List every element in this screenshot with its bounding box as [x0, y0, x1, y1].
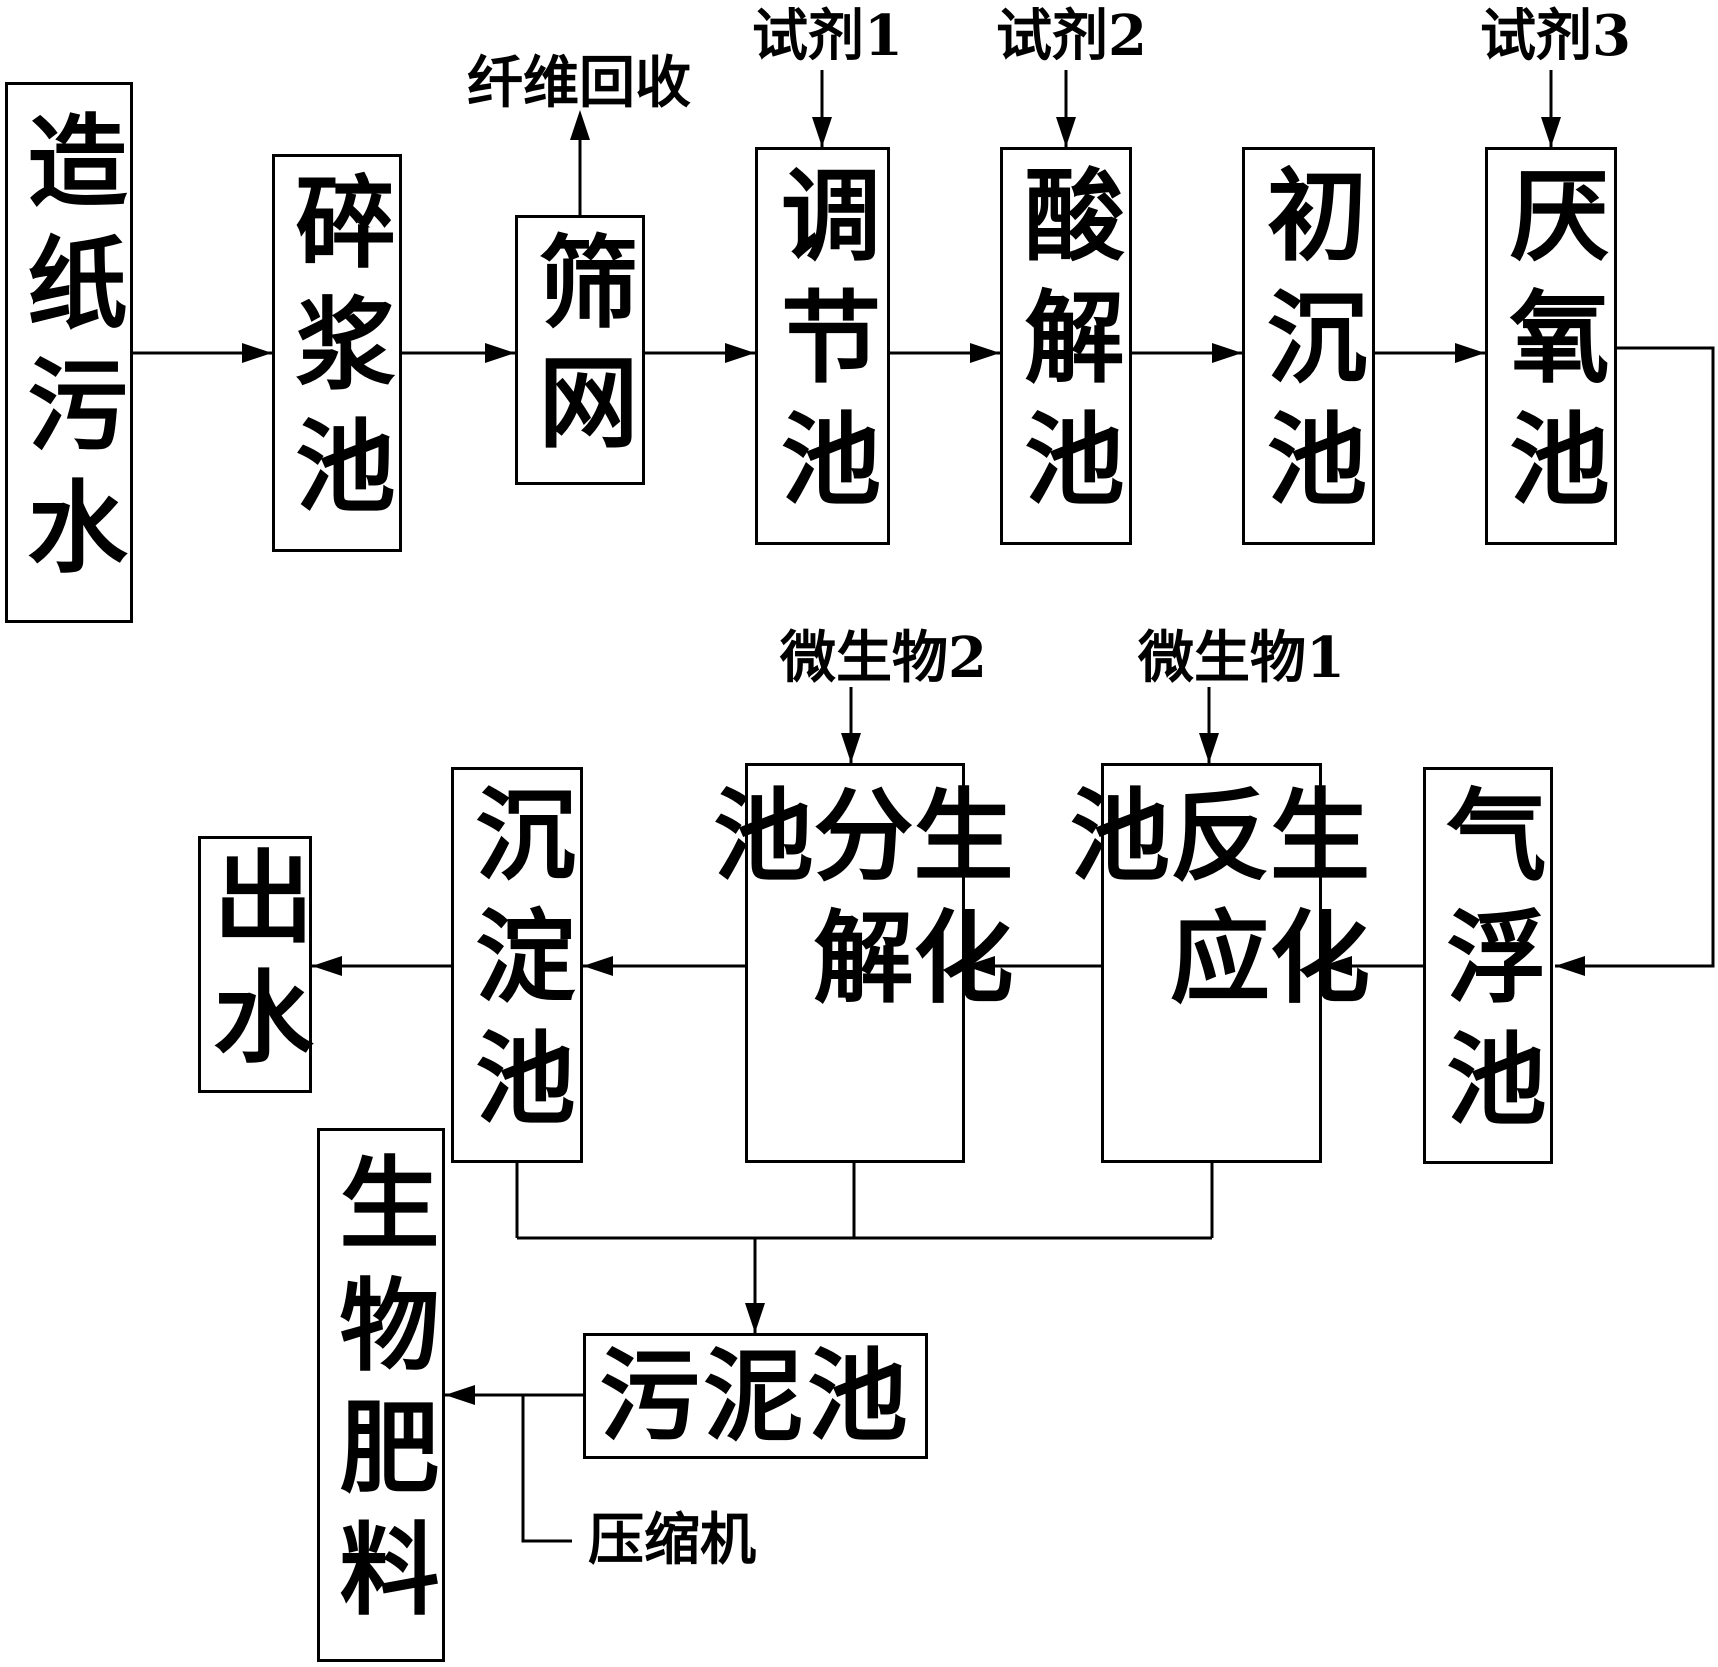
reagent1-label: 试剂1	[752, 3, 903, 69]
compressor-label: 压缩机	[588, 1507, 756, 1573]
bio-decomposition-label: 生化分解池	[696, 783, 1014, 1027]
arrow-anaerobic-to-flotation	[1555, 346, 1715, 968]
effluent-label: 出水	[196, 844, 314, 1085]
anaerobic-label: 厌氧池	[1492, 163, 1610, 529]
sedimentation-tank: 沉淀池	[451, 767, 583, 1163]
sludge-tank: 污泥池	[583, 1333, 928, 1459]
screen-box: 筛网	[515, 215, 645, 485]
bio-reaction-tank: 生化反应池	[1053, 763, 1371, 1163]
fertilizer-box: 生物肥料	[317, 1128, 445, 1662]
acidolysis-label: 酸解池	[1007, 163, 1125, 529]
flotation-tank: 气浮池	[1423, 767, 1553, 1164]
primary-settling-label: 初沉池	[1249, 163, 1368, 529]
bio-decomposition-tank: 生化分解池	[696, 763, 1014, 1163]
microbe1-label: 微生物1	[1138, 625, 1345, 691]
regulating-label: 调节池	[763, 163, 882, 529]
fiber-recovery-label: 纤维回收	[467, 50, 691, 116]
compressor-connector	[521, 1395, 572, 1543]
sludge-label: 污泥池	[599, 1337, 912, 1455]
reagent2-label: 试剂2	[996, 3, 1147, 69]
flotation-label: 气浮池	[1429, 782, 1547, 1149]
fertilizer-label: 生物肥料	[322, 1151, 440, 1639]
pulping-label: 碎浆池	[278, 170, 396, 536]
acidolysis-tank: 酸解池	[1000, 147, 1132, 545]
sedimentation-label: 沉淀池	[458, 782, 576, 1148]
anaerobic-tank: 厌氧池	[1485, 147, 1617, 545]
reagent3-label: 试剂3	[1480, 3, 1631, 69]
wastewater-label: 造纸污水	[10, 108, 128, 597]
screen-label: 筛网	[521, 230, 639, 470]
wastewater-box: 造纸污水	[5, 82, 133, 623]
microbe2-label: 微生物2	[780, 625, 987, 691]
pulping-tank: 碎浆池	[272, 154, 402, 552]
primary-settling-tank: 初沉池	[1242, 147, 1375, 545]
effluent-box: 出水	[196, 836, 314, 1093]
bio-reaction-label: 生化反应池	[1052, 783, 1371, 1027]
regulating-tank: 调节池	[755, 147, 890, 545]
